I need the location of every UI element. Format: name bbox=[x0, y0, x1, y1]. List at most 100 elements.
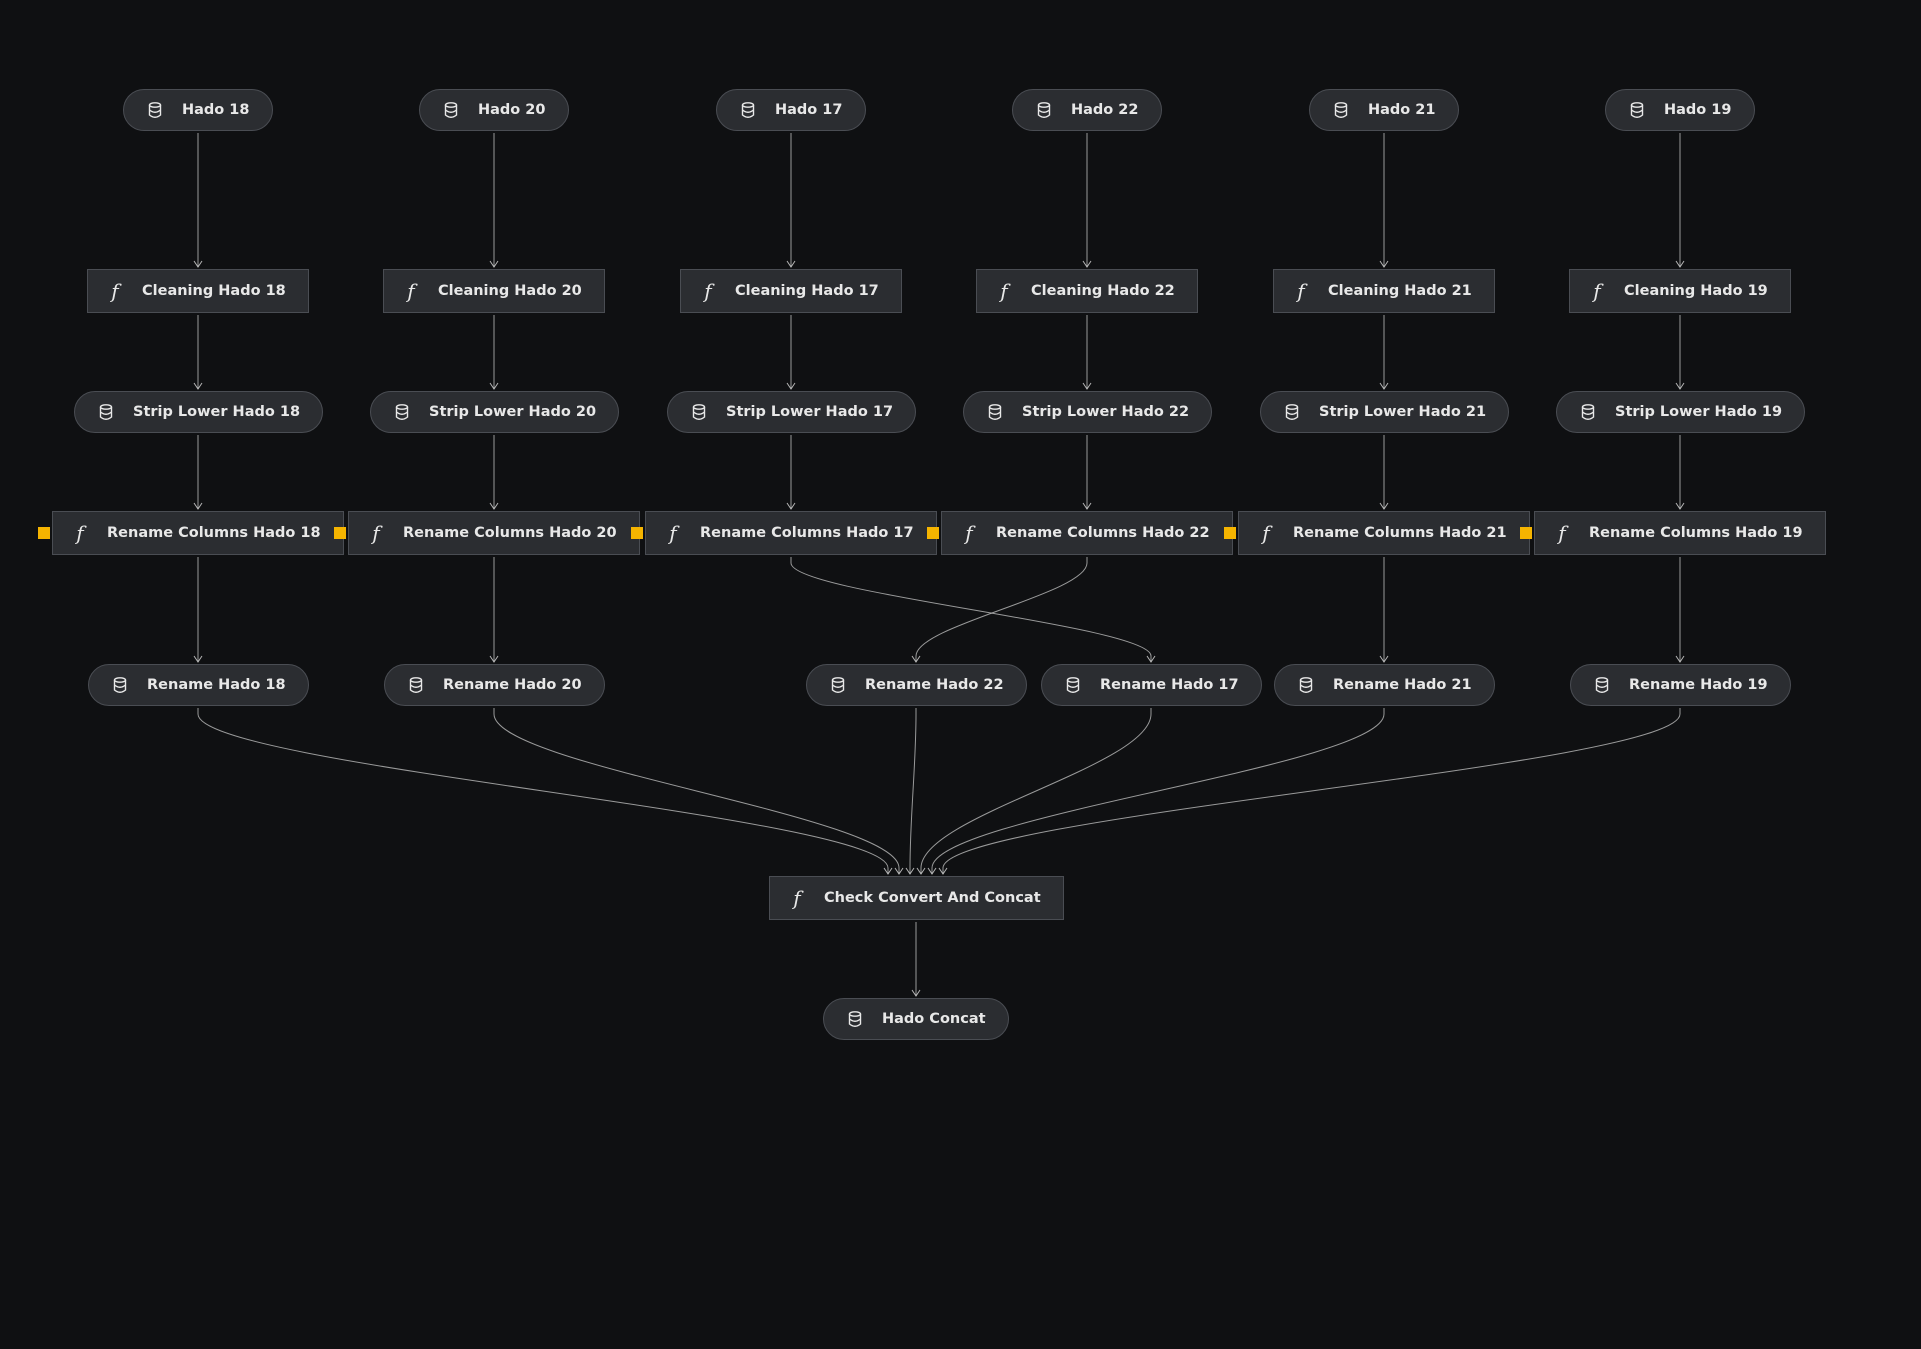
node-label: Rename Hado 17 bbox=[1100, 677, 1239, 693]
dataset-node-rn19[interactable]: Rename Hado 19 bbox=[1570, 664, 1791, 706]
node-label: Cleaning Hado 18 bbox=[142, 283, 286, 299]
node-label: Hado 18 bbox=[182, 102, 250, 118]
database-icon bbox=[111, 676, 129, 694]
edge-arrowhead bbox=[489, 655, 499, 663]
dataset-node-rn20[interactable]: Rename Hado 20 bbox=[384, 664, 605, 706]
function-icon: f bbox=[1000, 279, 1008, 303]
node-label: Strip Lower Hado 17 bbox=[726, 404, 894, 420]
dataset-node-rn22[interactable]: Rename Hado 22 bbox=[806, 664, 1027, 706]
edge-arrowhead bbox=[193, 260, 203, 268]
edge-arrowhead bbox=[894, 867, 904, 875]
dataset-node-strip18[interactable]: Strip Lower Hado 18 bbox=[74, 391, 324, 433]
edge-arrowhead bbox=[193, 502, 203, 510]
node-label: Strip Lower Hado 18 bbox=[133, 404, 301, 420]
parameter-marker[interactable] bbox=[927, 527, 939, 539]
node-label: Rename Hado 22 bbox=[865, 677, 1004, 693]
node-label: Strip Lower Hado 20 bbox=[429, 404, 597, 420]
edge-arrowhead bbox=[1675, 655, 1685, 663]
dataset-node-strip20[interactable]: Strip Lower Hado 20 bbox=[370, 391, 620, 433]
function-node-rc17[interactable]: f Rename Columns Hado 17 bbox=[645, 511, 937, 555]
edge-arrowhead bbox=[786, 382, 796, 390]
database-icon bbox=[1064, 676, 1082, 694]
dataset-node-hado22[interactable]: Hado 22 bbox=[1012, 89, 1162, 131]
dataset-node-concat_ds[interactable]: Hado Concat bbox=[823, 998, 1009, 1040]
parameter-marker[interactable] bbox=[1520, 527, 1532, 539]
parameter-marker[interactable] bbox=[334, 527, 346, 539]
node-label: Check Convert And Concat bbox=[824, 890, 1041, 906]
parameter-marker[interactable] bbox=[38, 527, 50, 539]
database-icon bbox=[97, 403, 115, 421]
edge-arrowhead bbox=[883, 867, 893, 875]
function-node-concat_fn[interactable]: f Check Convert And Concat bbox=[769, 876, 1064, 920]
edge-arrowhead bbox=[1675, 260, 1685, 268]
function-icon: f bbox=[669, 521, 677, 545]
node-label: Rename Hado 21 bbox=[1333, 677, 1472, 693]
database-icon bbox=[846, 1010, 864, 1028]
dataset-node-hado20[interactable]: Hado 20 bbox=[419, 89, 569, 131]
dataset-node-rn17[interactable]: Rename Hado 17 bbox=[1041, 664, 1262, 706]
node-label: Hado 17 bbox=[775, 102, 843, 118]
dataset-node-hado21[interactable]: Hado 21 bbox=[1309, 89, 1459, 131]
node-label: Strip Lower Hado 19 bbox=[1615, 404, 1783, 420]
function-icon: f bbox=[1558, 521, 1566, 545]
dataset-node-strip22[interactable]: Strip Lower Hado 22 bbox=[963, 391, 1213, 433]
edge-arrowhead bbox=[193, 382, 203, 390]
database-icon bbox=[690, 403, 708, 421]
dataset-node-hado18[interactable]: Hado 18 bbox=[123, 89, 273, 131]
edge-arrowhead bbox=[1379, 260, 1389, 268]
database-icon bbox=[829, 676, 847, 694]
database-icon bbox=[1035, 101, 1053, 119]
edge-rn22-to-concat_fn bbox=[909, 708, 917, 874]
node-label: Cleaning Hado 20 bbox=[438, 283, 582, 299]
parameter-marker[interactable] bbox=[1224, 527, 1236, 539]
edge-arrowhead bbox=[1379, 655, 1389, 663]
node-label: Rename Hado 19 bbox=[1629, 677, 1768, 693]
dataset-node-hado19[interactable]: Hado 19 bbox=[1605, 89, 1755, 131]
edge-arrowhead bbox=[489, 502, 499, 510]
database-icon bbox=[1297, 676, 1315, 694]
edge-rn20-to-concat_fn bbox=[493, 708, 900, 874]
edge-arrowhead bbox=[193, 655, 203, 663]
edge-arrowhead bbox=[905, 867, 915, 875]
dataset-node-rn21[interactable]: Rename Hado 21 bbox=[1274, 664, 1495, 706]
dataset-node-strip19[interactable]: Strip Lower Hado 19 bbox=[1556, 391, 1806, 433]
node-label: Rename Columns Hado 21 bbox=[1293, 525, 1507, 541]
dataset-node-strip17[interactable]: Strip Lower Hado 17 bbox=[667, 391, 917, 433]
database-icon bbox=[1283, 403, 1301, 421]
node-label: Rename Columns Hado 22 bbox=[996, 525, 1210, 541]
dataset-node-hado17[interactable]: Hado 17 bbox=[716, 89, 866, 131]
node-label: Hado 21 bbox=[1368, 102, 1436, 118]
dataset-node-rn18[interactable]: Rename Hado 18 bbox=[88, 664, 309, 706]
edge-rn19-to-concat_fn bbox=[942, 708, 1681, 874]
edge-arrowhead bbox=[489, 382, 499, 390]
function-node-rc21[interactable]: f Rename Columns Hado 21 bbox=[1238, 511, 1530, 555]
edge-arrowhead bbox=[911, 655, 921, 663]
parameter-marker[interactable] bbox=[631, 527, 643, 539]
edge-arrowhead bbox=[1379, 502, 1389, 510]
node-label: Rename Columns Hado 17 bbox=[700, 525, 914, 541]
node-label: Hado 22 bbox=[1071, 102, 1139, 118]
edge-arrowhead bbox=[786, 502, 796, 510]
node-label: Rename Columns Hado 20 bbox=[403, 525, 617, 541]
edge-arrowhead bbox=[938, 867, 948, 875]
edge-arrowhead bbox=[1082, 382, 1092, 390]
function-icon: f bbox=[1262, 521, 1270, 545]
function-icon: f bbox=[1297, 279, 1305, 303]
edge-rn18-to-concat_fn bbox=[197, 708, 889, 874]
function-icon: f bbox=[793, 886, 801, 910]
dataset-node-strip21[interactable]: Strip Lower Hado 21 bbox=[1260, 391, 1510, 433]
edge-arrowhead bbox=[1146, 655, 1156, 663]
node-label: Hado 19 bbox=[1664, 102, 1732, 118]
